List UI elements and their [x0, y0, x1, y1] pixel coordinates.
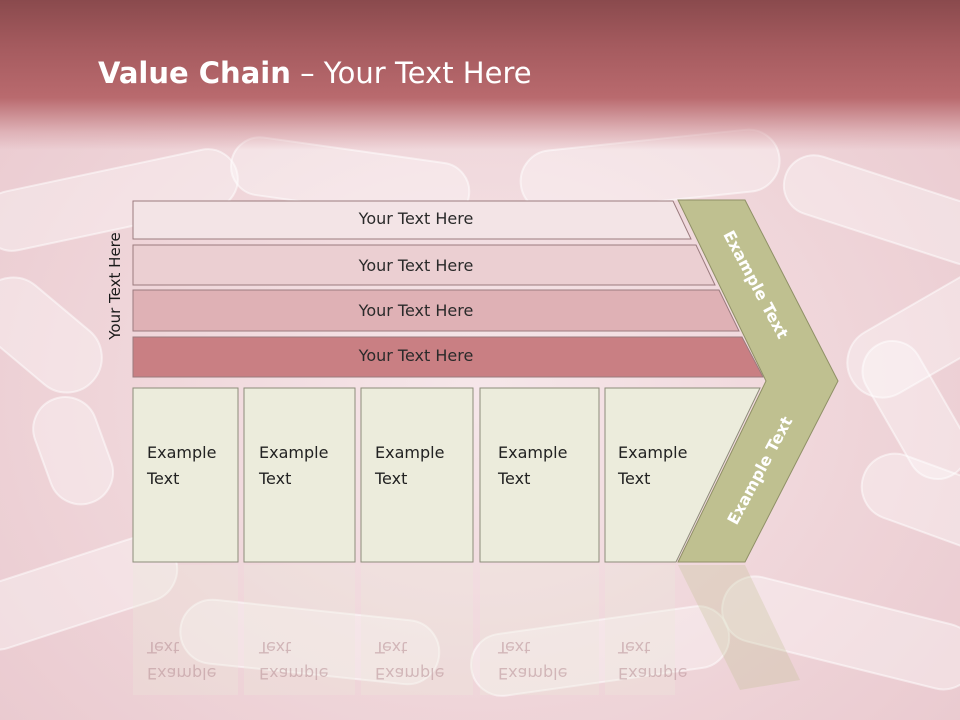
cell-5-label: Example Text: [618, 443, 688, 488]
header-band: [0, 0, 960, 150]
cell-5: [604, 387, 761, 563]
cell-2: [243, 387, 356, 563]
bar-1-label: Your Text Here: [358, 209, 474, 228]
cell-5-reflection: Example Text: [618, 638, 688, 683]
slide-title: Value Chain – Your Text Here: [98, 56, 532, 90]
cell-2-reflection: Example Text: [259, 638, 329, 683]
bar-1: [132, 200, 692, 240]
title-bold: Value Chain: [98, 56, 291, 90]
title-rest: – Your Text Here: [290, 56, 532, 90]
cell-4-label: Example Text: [498, 443, 568, 488]
bar-4-label: Your Text Here: [358, 346, 474, 365]
cell-3-reflection: Example Text: [375, 638, 445, 683]
cell-1-reflection: Example Text: [147, 638, 217, 683]
bar-4: [132, 336, 764, 378]
bar-2: [132, 244, 716, 286]
cell-4-reflection: Example Text: [498, 638, 568, 683]
bar-2-label: Your Text Here: [358, 256, 474, 275]
cell-3-label: Example Text: [375, 443, 445, 488]
reflection: [133, 565, 800, 695]
bar-3-label: Your Text Here: [358, 301, 474, 320]
cell-4: [479, 387, 600, 563]
cell-1: [132, 387, 239, 563]
cell-3: [360, 387, 474, 563]
bar-3: [132, 289, 740, 332]
cell-1-label: Example Text: [147, 443, 217, 488]
cell-2-label: Example Text: [259, 443, 329, 488]
chevron-arrow: [677, 199, 839, 563]
